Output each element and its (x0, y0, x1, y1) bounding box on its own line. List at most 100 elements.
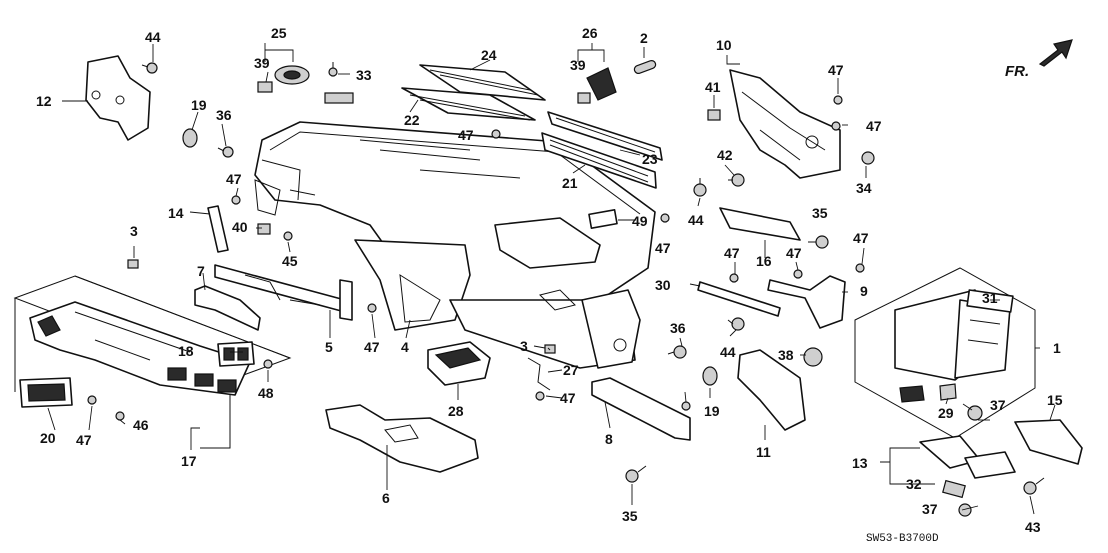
callout-16: 16 (756, 253, 772, 269)
callout-49: 49 (632, 213, 648, 229)
front-arrow-icon (1038, 39, 1073, 67)
bracket-12 (85, 55, 151, 141)
callout-32: 32 (906, 476, 922, 492)
callout-47: 47 (828, 62, 844, 78)
callout-36: 36 (216, 107, 232, 123)
callout-24: 24 (481, 47, 497, 63)
callout-31: 31 (982, 290, 998, 306)
screw-45-icon (283, 231, 293, 241)
callout-23: 23 (642, 151, 658, 167)
under-cover-6 (325, 404, 479, 473)
screw-47j-icon (833, 95, 843, 105)
callout-1: 1 (1053, 340, 1061, 356)
part-41 (707, 109, 721, 121)
callout-47: 47 (853, 230, 869, 246)
airbag-group-1 (854, 267, 1036, 439)
callout-10: 10 (716, 37, 732, 53)
callout-42: 42 (717, 147, 733, 163)
part-32 (942, 479, 966, 499)
bolt-35a-icon (808, 235, 829, 249)
rail-30 (697, 281, 781, 317)
label-plate-49 (588, 209, 618, 229)
bracket-27 (527, 357, 551, 391)
callout-26: 26 (582, 25, 598, 41)
bracket-13 (919, 435, 1016, 479)
grommet-38 (803, 347, 823, 367)
bracket-5 (214, 264, 353, 321)
bolt-36b-icon (667, 345, 687, 359)
callout-29: 29 (938, 405, 954, 421)
bracket-9 (767, 275, 846, 329)
bolt-44b-icon (693, 178, 707, 197)
callout-7: 7 (197, 263, 205, 279)
callout-17: 17 (181, 453, 197, 469)
screw-47c-icon (367, 303, 377, 313)
clip-3b (544, 344, 556, 354)
callout-6: 6 (382, 490, 390, 506)
callout-12: 12 (36, 93, 52, 109)
bolt-36a-icon (217, 146, 234, 158)
callout-37: 37 (990, 397, 1006, 413)
part-39a (257, 81, 273, 93)
callout-47: 47 (866, 118, 882, 134)
screw-47a-icon (491, 129, 501, 139)
screw-47h-icon (793, 269, 803, 279)
callout-labels: 1 2 3 3 4 5 6 7 8 9 10 11 12 13 14 15 16… (36, 25, 1063, 535)
dashboard-panel (254, 121, 656, 369)
bracket-16 (719, 207, 801, 241)
screw-47b-icon (231, 195, 241, 205)
side-grille-21 (541, 132, 657, 189)
callout-47: 47 (364, 339, 380, 355)
bolt-35b-icon (625, 465, 647, 483)
screw-47e-icon (535, 391, 545, 401)
speaker-25 (274, 65, 310, 85)
callout-47: 47 (724, 245, 740, 261)
defroster-grille-24 (419, 64, 546, 101)
callout-18: 18 (178, 343, 194, 359)
callout-47: 47 (458, 127, 474, 143)
bolt-44a-icon (141, 62, 158, 74)
diagram-code: SW53-B3700D (866, 533, 939, 545)
bolt-44c-icon (727, 317, 745, 331)
callout-20: 20 (40, 430, 56, 446)
callout-47: 47 (226, 171, 242, 187)
callout-28: 28 (448, 403, 464, 419)
bolt-34-icon (861, 151, 875, 165)
callout-47: 47 (560, 390, 576, 406)
callout-3: 3 (130, 223, 138, 239)
bolt-42-icon (728, 173, 745, 187)
callout-44: 44 (720, 344, 736, 360)
screw-47i-icon (855, 263, 865, 273)
callout-27: 27 (563, 362, 579, 378)
callout-22: 22 (404, 112, 420, 128)
callout-40: 40 (232, 219, 248, 235)
direction-label: FR. (1005, 63, 1029, 80)
callout-13: 13 (852, 455, 868, 471)
callout-3: 3 (520, 338, 528, 354)
garnish-group-17 (13, 275, 292, 449)
screw-47k-icon (831, 121, 841, 131)
callout-38: 38 (778, 347, 794, 363)
callout-14: 14 (168, 205, 184, 221)
callout-19: 19 (704, 403, 720, 419)
side-grille-23 (547, 111, 663, 161)
callout-21: 21 (562, 175, 578, 191)
callout-37: 37 (922, 501, 938, 517)
callout-47: 47 (786, 245, 802, 261)
callout-30: 30 (655, 277, 671, 293)
callout-47: 47 (655, 240, 671, 256)
bolt-43-icon (1023, 477, 1045, 495)
callout-48: 48 (258, 385, 274, 401)
speaker-26 (586, 67, 617, 101)
screw-47g-icon (729, 273, 739, 283)
screw-48-icon (263, 359, 273, 369)
plate-15 (1014, 419, 1083, 465)
switch-18 (217, 341, 255, 367)
front-direction-indicator: FR. (1005, 39, 1073, 80)
callout-8: 8 (605, 431, 613, 447)
callout-44: 44 (145, 29, 161, 45)
screw-47f-icon (660, 213, 670, 223)
screw-47d-icon (87, 395, 97, 405)
clip-3a (127, 259, 139, 269)
